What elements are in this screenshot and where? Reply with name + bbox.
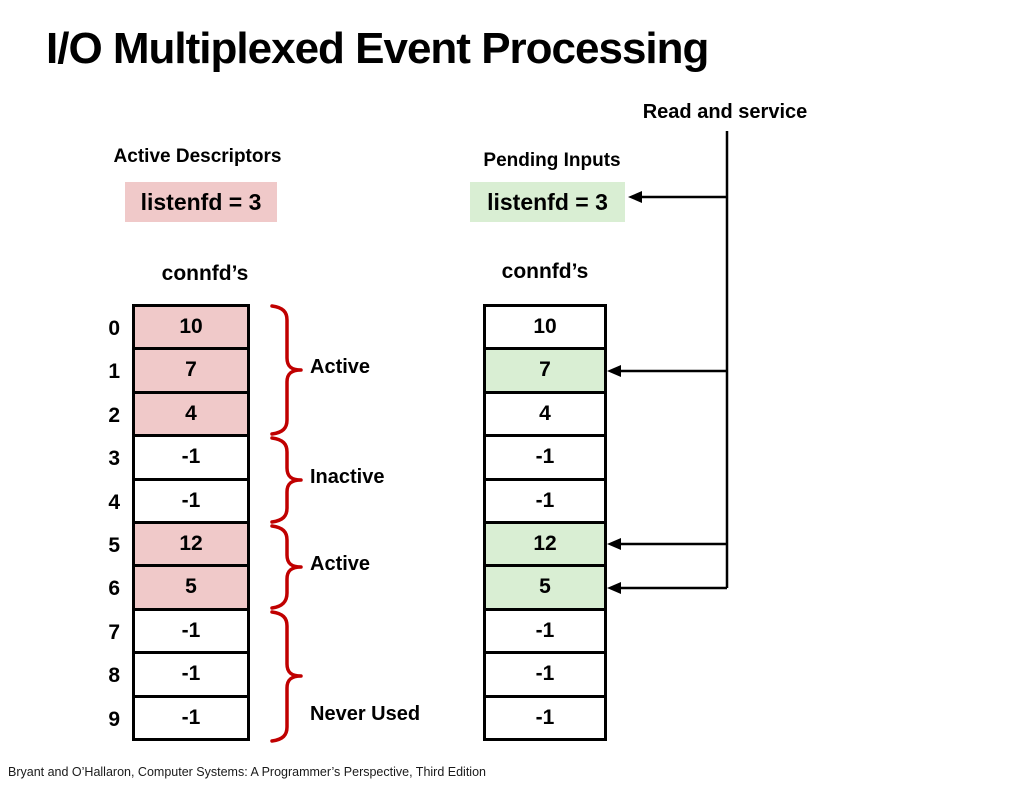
pending-inputs-heading: Pending Inputs xyxy=(483,150,621,171)
connfd-cell-0: 10 xyxy=(486,307,604,351)
group-label-active-2: Active xyxy=(310,553,371,575)
arrowhead-listenfd xyxy=(628,191,642,203)
brace-active-2 xyxy=(270,524,303,610)
connfd-cell-1: 7 xyxy=(486,350,604,394)
connfd-cell-9: -1 xyxy=(486,697,604,738)
arrowhead-row6 xyxy=(607,582,621,594)
row-index-3: 3 xyxy=(108,447,120,471)
brace-active-1 xyxy=(270,304,303,436)
connfds-label-left: connfd’s xyxy=(161,262,249,285)
row-index-5: 5 xyxy=(108,533,120,557)
connfd-cell-2: 4 xyxy=(486,393,604,438)
connfd-cell-7: -1 xyxy=(135,610,247,655)
group-label-active-1: Active xyxy=(310,356,371,378)
arrowheads xyxy=(607,191,642,594)
connfd-cell-7: -1 xyxy=(486,610,604,655)
connfd-cell-3: -1 xyxy=(486,437,604,481)
group-label-never-used: Never Used xyxy=(310,703,421,725)
connfd-cell-5: 12 xyxy=(135,523,247,568)
connfd-cell-4: -1 xyxy=(135,480,247,524)
page-title: I/O Multiplexed Event Processing xyxy=(46,24,709,73)
connfd-cell-4: -1 xyxy=(486,480,604,524)
row-index-4: 4 xyxy=(108,490,120,514)
brace-group xyxy=(270,304,303,743)
connfd-cell-8: -1 xyxy=(486,654,604,698)
connfd-cell-9: -1 xyxy=(135,697,247,738)
brace-never-used xyxy=(270,610,303,743)
row-index-1: 1 xyxy=(108,360,120,384)
row-index-7: 7 xyxy=(108,620,120,644)
listenfd-box-active: listenfd = 3 xyxy=(125,182,277,222)
row-index-6: 6 xyxy=(108,577,120,601)
read-service-arrows xyxy=(618,131,729,590)
connfd-cell-5: 12 xyxy=(486,523,604,568)
left-index-column: 0 1 2 3 4 5 6 7 8 9 xyxy=(92,307,120,741)
connfd-cell-1: 7 xyxy=(135,350,247,394)
read-and-service-label: Read and service xyxy=(642,101,808,123)
connfds-label-right: connfd’s xyxy=(501,260,589,283)
row-index-2: 2 xyxy=(108,403,120,427)
arrowhead-row1 xyxy=(607,365,621,377)
active-descriptors-heading: Active Descriptors xyxy=(113,146,282,167)
group-label-inactive: Inactive xyxy=(310,466,385,488)
connfd-cell-6: 5 xyxy=(486,567,604,611)
connfd-cell-0: 10 xyxy=(135,307,247,351)
connfd-cell-3: -1 xyxy=(135,437,247,481)
connfd-cell-8: -1 xyxy=(135,654,247,698)
row-index-9: 9 xyxy=(108,707,120,731)
attribution-footer: Bryant and O’Hallaron, Computer Systems:… xyxy=(8,765,486,779)
brace-inactive xyxy=(270,436,303,524)
connfd-cell-6: 5 xyxy=(135,567,247,611)
arrowhead-row5 xyxy=(607,538,621,550)
connfd-cell-2: 4 xyxy=(135,393,247,438)
row-index-8: 8 xyxy=(108,664,120,688)
listenfd-box-pending: listenfd = 3 xyxy=(470,182,625,222)
row-index-0: 0 xyxy=(108,317,120,340)
